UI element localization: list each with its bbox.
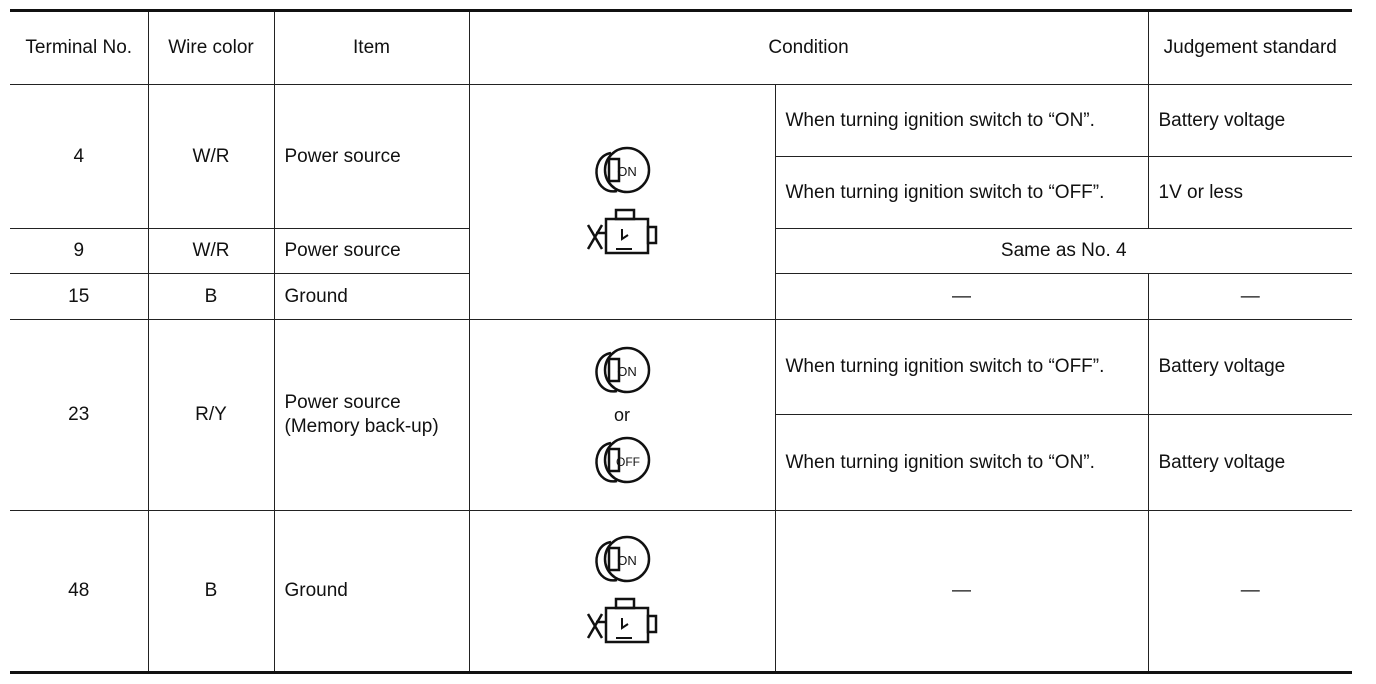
- header-condition: Condition: [468, 9, 1149, 85]
- header-terminal: Terminal No.: [10, 9, 149, 85]
- same-as-note: Same as No. 4: [774, 228, 1352, 274]
- judgement-dash: —: [1147, 273, 1352, 320]
- condition-text: When turning ignition switch to “ON”.: [774, 84, 1149, 157]
- item-label: Power source (Memory back-up): [273, 319, 470, 511]
- header-row: Terminal No. Wire color Item Condition J…: [10, 9, 1352, 85]
- table-row: When turning ignition switch to “ON”. Ba…: [10, 414, 1352, 511]
- condition-text: When turning ignition switch to “OFF”.: [774, 319, 1149, 415]
- condition-icons: ON or OFF: [468, 319, 776, 511]
- ignition-key-icon: ON: [595, 346, 651, 394]
- engine-stopped-icon: [586, 208, 658, 255]
- judgement-value: Battery voltage: [1147, 319, 1352, 415]
- ignition-key-icon: OFF: [595, 436, 651, 484]
- wire-color: W/R: [147, 228, 275, 274]
- key-on-label: ON: [617, 164, 637, 179]
- condition-icons: ON: [468, 84, 776, 320]
- terminal-spec-table: Terminal No. Wire color Item Condition J…: [10, 9, 1352, 674]
- ignition-key-icon: ON: [595, 146, 651, 194]
- terminal-no: 48: [10, 510, 149, 674]
- judgement-value: Battery voltage: [1147, 414, 1352, 511]
- engine-stopped-icon: [586, 597, 658, 644]
- item-label: Ground: [273, 273, 470, 320]
- item-label: Power source: [273, 228, 470, 274]
- condition-dash: —: [774, 510, 1149, 674]
- ignition-key-icon: ON: [595, 535, 651, 583]
- table-row: 23 R/Y Power source (Memory back-up) ON …: [10, 319, 1352, 511]
- wire-color: B: [147, 510, 275, 674]
- table-row: 48 B Ground ON: [10, 510, 1352, 674]
- or-label: or: [613, 405, 630, 425]
- wire-color: B: [147, 273, 275, 320]
- header-judgement: Judgement standard: [1147, 9, 1352, 85]
- connector-inspection-sheet: Terminal No. Wire color Item Condition J…: [10, 9, 1352, 674]
- key-on-label: ON: [617, 364, 637, 379]
- item-label: Ground: [273, 510, 470, 674]
- item-label: Power source: [273, 84, 470, 229]
- table-row: 4 W/R Power source ON: [10, 84, 1352, 320]
- terminal-no: 9: [10, 228, 149, 274]
- terminal-no: 15: [10, 273, 149, 320]
- condition-text: When turning ignition switch to “ON”.: [775, 414, 1149, 511]
- wire-color: R/Y: [147, 319, 275, 511]
- header-wire-color: Wire color: [147, 9, 275, 85]
- condition-text: When turning ignition switch to “OFF”.: [775, 156, 1149, 229]
- condition-icons: ON: [468, 510, 776, 674]
- table-row: 9 W/R Power source Same as No. 4: [10, 228, 1352, 274]
- judgement-dash: —: [1147, 510, 1352, 674]
- table-row: When turning ignition switch to “OFF”. 1…: [10, 156, 1352, 229]
- judgement-value: 1V or less: [1147, 156, 1352, 229]
- terminal-no: 4: [10, 84, 149, 229]
- condition-dash: —: [774, 273, 1149, 320]
- key-on-label: ON: [617, 553, 637, 568]
- judgement-value: Battery voltage: [1147, 84, 1352, 157]
- key-off-label: OFF: [616, 455, 640, 469]
- wire-color: W/R: [147, 84, 275, 229]
- header-item: Item: [273, 9, 470, 85]
- table-row: 15 B Ground — —: [10, 273, 1352, 320]
- terminal-no: 23: [10, 319, 149, 511]
